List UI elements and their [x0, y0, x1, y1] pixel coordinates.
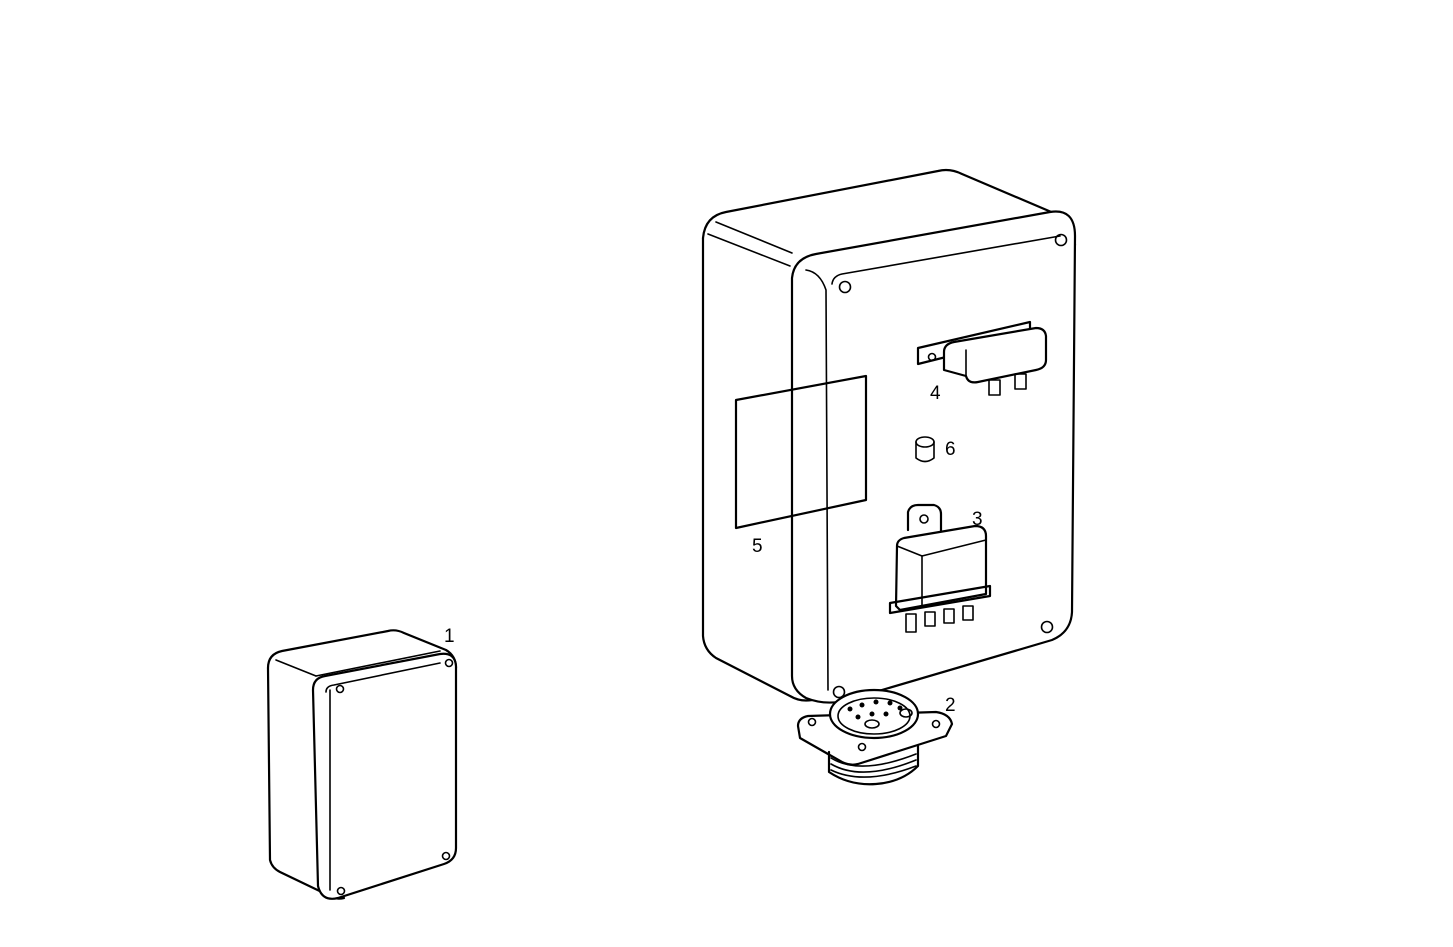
- connector-part-2: [796, 688, 954, 786]
- callout-1: 1: [444, 626, 455, 647]
- label-plate: [734, 374, 868, 530]
- callout-2: 2: [945, 695, 956, 716]
- lid-screws: [832, 233, 1068, 699]
- small-enclosure-part-1: [266, 629, 458, 900]
- callout-5: 5: [752, 536, 763, 557]
- callout-6: 6: [945, 439, 956, 460]
- cylinder-part-6: [915, 436, 935, 463]
- relay-part-4: [916, 320, 1048, 396]
- callout-3: 3: [972, 509, 983, 530]
- relay-part-3: [888, 503, 992, 633]
- callout-4: 4: [930, 383, 941, 404]
- main-enclosure: [701, 168, 1077, 704]
